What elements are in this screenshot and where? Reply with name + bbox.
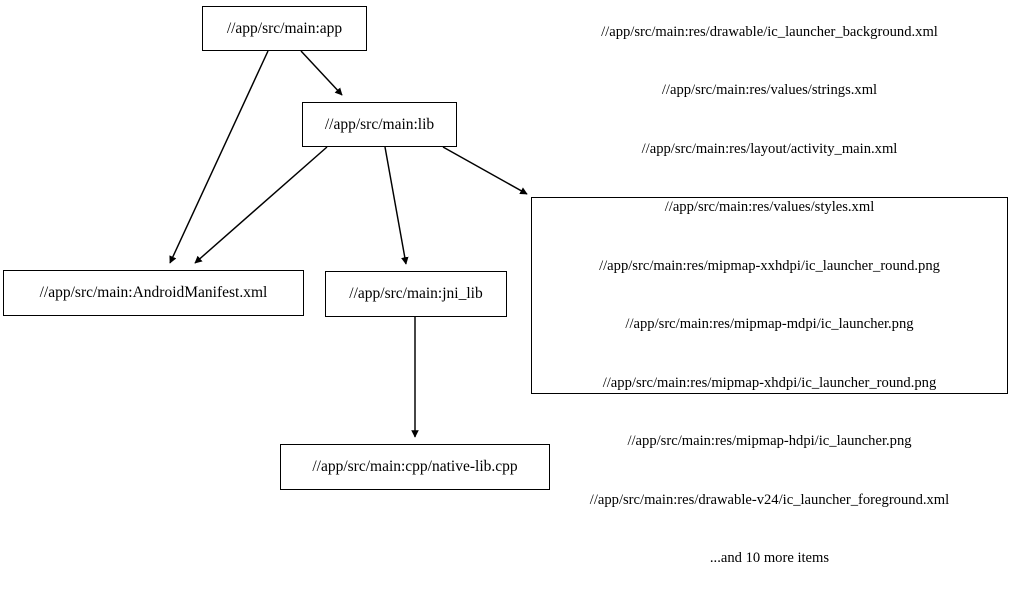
dependency-graph: //app/src/main:app //app/src/main:lib //…: [3, 6, 1008, 566]
node-lib[interactable]: //app/src/main:lib: [302, 102, 457, 147]
node-resources-line: //app/src/main:res/layout/activity_main.…: [641, 140, 898, 157]
node-resources-line: //app/src/main:res/mipmap-hdpi/ic_launch…: [627, 433, 912, 449]
node-resources-line: //app/src/main:res/drawable-v24/ic_launc…: [589, 491, 950, 508]
node-resources-line: //app/src/main:res/mipmap-mdpi/ic_launch…: [625, 316, 914, 332]
node-android-manifest[interactable]: //app/src/main:AndroidManifest.xml: [3, 270, 304, 316]
node-app-label: //app/src/main:app: [226, 19, 343, 37]
edge-lib-to-manifest: [194, 146, 328, 264]
edge-app-to-lib: [300, 50, 343, 96]
node-native-lib-cpp[interactable]: //app/src/main:cpp/native-lib.cpp: [280, 444, 550, 490]
node-jni-lib-label: //app/src/main:jni_lib: [349, 285, 483, 303]
node-native-lib-cpp-label: //app/src/main:cpp/native-lib.cpp: [312, 458, 518, 476]
node-resources-line: //app/src/main:res/values/styles.xml: [664, 199, 875, 215]
edge-lib-to-jnilib: [384, 146, 409, 265]
node-resources-more-items: ...and 10 more items: [709, 550, 830, 566]
node-lib-label: //app/src/main:lib: [324, 115, 435, 133]
node-resources-line: //app/src/main:res/mipmap-xhdpi/ic_launc…: [602, 374, 937, 391]
node-resources-label-list: //app/src/main:res/drawable/ic_launcher_…: [590, 0, 949, 608]
node-resources-line: //app/src/main:res/mipmap-xxhdpi/ic_laun…: [599, 257, 940, 274]
edge-app-to-manifest: [169, 50, 269, 264]
node-android-manifest-label: //app/src/main:AndroidManifest.xml: [39, 284, 268, 302]
node-app[interactable]: //app/src/main:app: [202, 6, 367, 51]
node-resources-line: //app/src/main:res/values/strings.xml: [661, 82, 878, 98]
node-jni-lib[interactable]: //app/src/main:jni_lib: [325, 271, 507, 317]
edge-lib-to-resources: [442, 146, 528, 195]
node-resources-group[interactable]: //app/src/main:res/drawable/ic_launcher_…: [531, 24, 1008, 566]
node-resources-line: //app/src/main:res/drawable/ic_launcher_…: [601, 23, 938, 40]
